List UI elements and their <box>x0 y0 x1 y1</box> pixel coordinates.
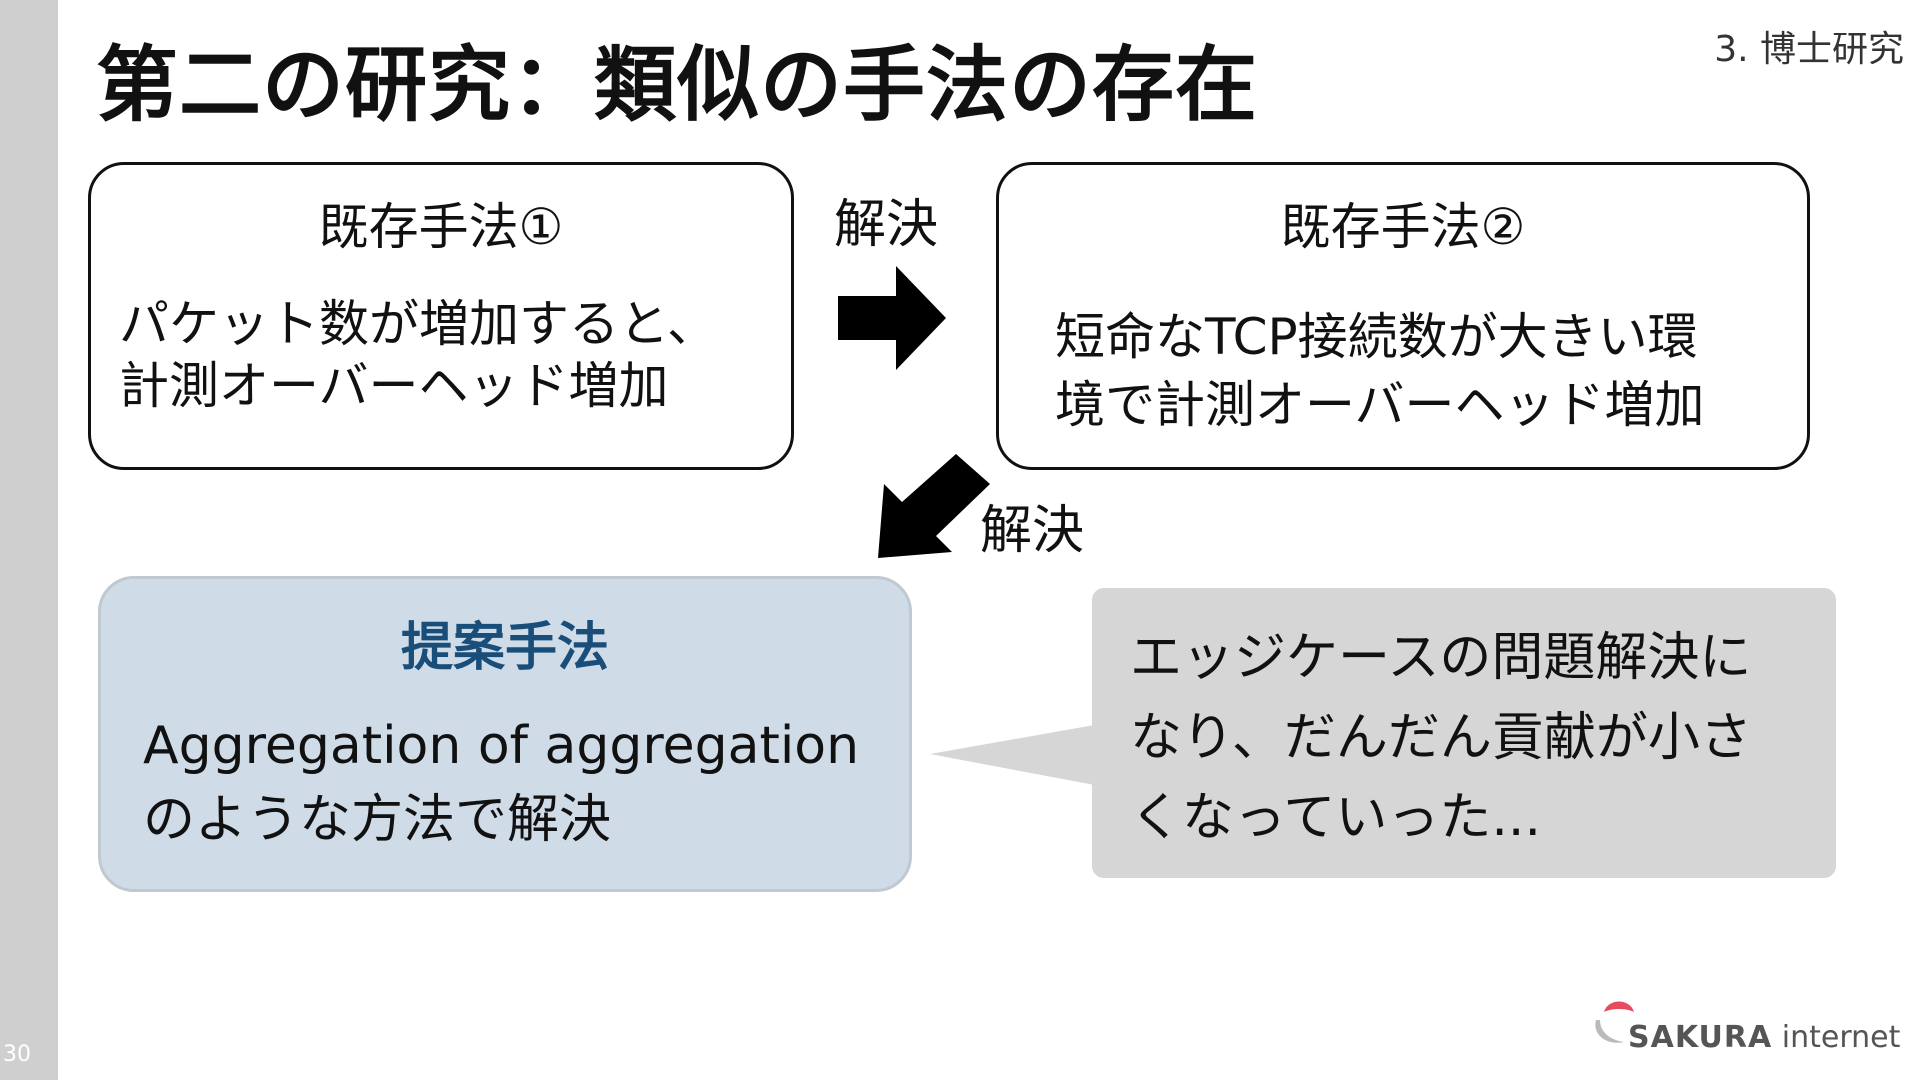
proposal-body: Aggregation of aggregation のような方法で解決 <box>143 709 859 857</box>
section-label: 3. 博士研究 <box>1714 29 1904 70</box>
right-arrow-icon <box>838 266 946 370</box>
existing-method-1-body: パケット数が増加すると、 計測オーバーヘッド増加 <box>119 293 717 417</box>
callout-line-2: なり、だんだん貢献が小さ <box>1130 708 1752 768</box>
slide-title: 第二の研究：類似の手法の存在 <box>96 38 1259 133</box>
callout-text: エッジケースの問題解決に なり、だんだん貢献が小さ くなっていった... <box>1130 618 1752 858</box>
existing-method-2-line-1: 短命なTCP接続数が大きい環 <box>1055 308 1698 366</box>
existing-method-1-heading: 既存手法① <box>318 198 564 256</box>
right-arrow-label: 解決 <box>834 195 939 255</box>
existing-method-2-body: 短命なTCP接続数が大きい環 境で計測オーバーヘッド増加 <box>1055 303 1705 439</box>
callout-box: エッジケースの問題解決に なり、だんだん貢献が小さ くなっていった... <box>1092 588 1836 878</box>
down-left-arrow-label: 解決 <box>980 501 1085 561</box>
existing-method-2-box: 既存手法② 短命なTCP接続数が大きい環 境で計測オーバーヘッド増加 <box>996 162 1810 470</box>
proposal-heading: 提案手法 <box>400 618 609 678</box>
page-number: 30 <box>3 1042 31 1067</box>
callout-line-3: くなっていった... <box>1130 788 1541 848</box>
callout-line-1: エッジケースの問題解決に <box>1130 628 1752 688</box>
sakura-internet-logo: SAKURA internet <box>1590 998 1900 1068</box>
existing-method-1-line-1: パケット数が増加すると、 <box>119 295 717 353</box>
logo-suffix: internet <box>1772 1020 1901 1055</box>
sidebar-strip <box>0 0 58 1080</box>
existing-method-2-line-2: 境で計測オーバーヘッド増加 <box>1055 376 1705 434</box>
proposal-line-2: のような方法で解決 <box>143 790 612 850</box>
existing-method-2-heading: 既存手法② <box>1280 198 1526 256</box>
down-left-arrow-icon <box>878 454 990 558</box>
callout-pointer <box>930 724 1100 786</box>
logo-brand: SAKURA <box>1628 1020 1773 1055</box>
existing-method-1-line-2: 計測オーバーヘッド増加 <box>119 357 669 415</box>
proposal-box: 提案手法 Aggregation of aggregation のような方法で解… <box>98 576 912 892</box>
existing-method-1-box: 既存手法① パケット数が増加すると、 計測オーバーヘッド増加 <box>88 162 794 470</box>
sakura-logo-icon <box>1595 1001 1634 1043</box>
proposal-line-1: Aggregation of aggregation <box>143 716 860 776</box>
logo-wordmark: SAKURA internet <box>1628 1020 1900 1055</box>
